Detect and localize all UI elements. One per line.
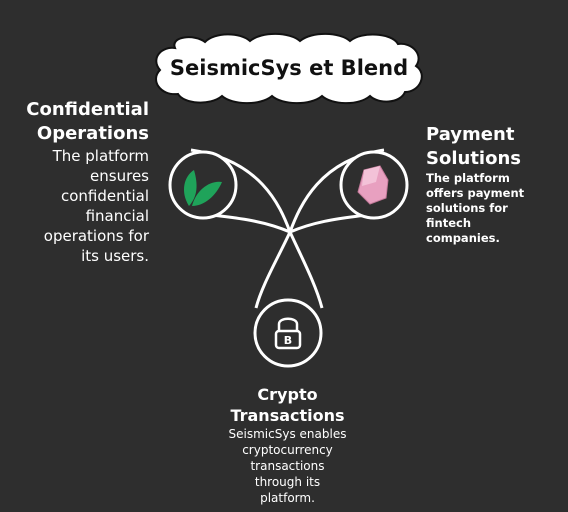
diagram-title: SeismicSys et Blend — [169, 56, 409, 80]
confidential-body-line-3: confidential — [60, 187, 149, 205]
crypto-circle[interactable] — [253, 298, 323, 368]
confidential-circle[interactable] — [168, 150, 238, 220]
crypto-heading-line-2: Transactions — [230, 406, 345, 425]
crypto-block: Crypto Transactions SeismicSys enables c… — [200, 384, 375, 506]
left-connector — [190, 148, 293, 235]
confidential-body-line-4: financial — [85, 207, 149, 225]
crypto-heading-line-1: Crypto — [257, 385, 318, 404]
crypto-body-line-3: transactions — [250, 459, 325, 473]
bitcoin-lock-icon: B — [274, 317, 302, 350]
payment-heading-line-2: Solutions — [426, 148, 521, 169]
confidential-body-line-6: its users. — [81, 247, 149, 265]
crypto-body-line-2: cryptocurrency — [242, 443, 333, 457]
payment-heading-line-1: Payment — [426, 124, 515, 145]
confidential-body-line-2: ensures — [90, 167, 149, 185]
crypto-body-line-5: platform. — [260, 491, 315, 505]
payment-body-line-3: solutions for — [426, 201, 508, 215]
payment-body-line-5: companies. — [426, 231, 500, 245]
crypto-body-line-1: SeismicSys enables — [228, 427, 347, 441]
confidential-body-line-1: The platform — [52, 147, 149, 165]
crypto-body-line-4: through its — [254, 475, 321, 489]
pink-gem-icon — [357, 165, 389, 205]
confidential-block: Confidential Operations The platform ens… — [6, 98, 149, 266]
payment-block: Payment Solutions The platform offers pa… — [426, 123, 561, 246]
payment-body-line-1: The platform — [426, 171, 510, 185]
leaf-icon — [183, 170, 222, 206]
right-connector — [287, 148, 385, 235]
bottom-connector — [254, 231, 324, 309]
payment-body-line-4: fintech — [426, 216, 472, 230]
svg-text:B: B — [284, 334, 292, 347]
payment-body-line-2: offers payment — [426, 186, 525, 200]
confidential-heading-line-2: Operations — [36, 123, 149, 144]
confidential-body-line-5: operations for — [43, 227, 149, 245]
title-cloud — [155, 32, 423, 105]
confidential-heading-line-1: Confidential — [26, 99, 149, 120]
